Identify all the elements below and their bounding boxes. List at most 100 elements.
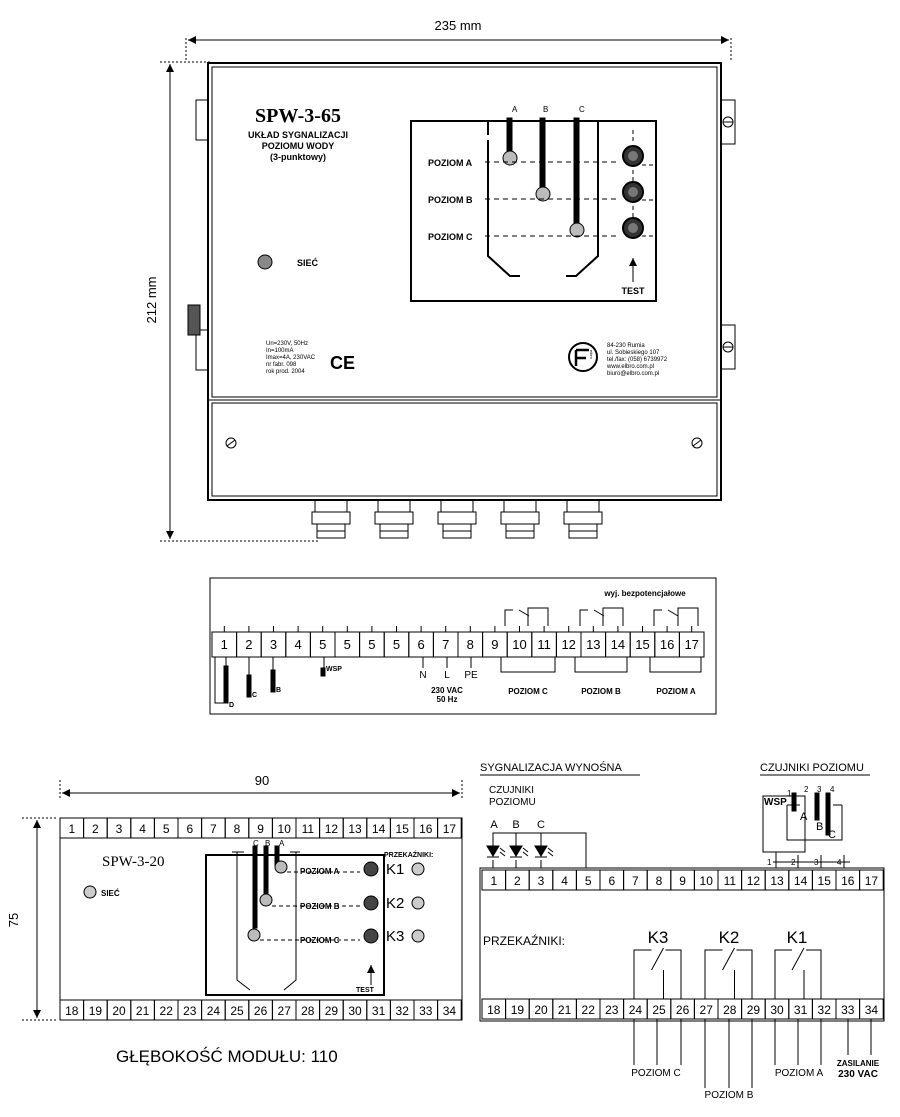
terminal-number: 33 [419, 1004, 433, 1018]
terminal-34 [437, 999, 462, 1021]
terminal-number: 18 [65, 1004, 79, 1018]
cable-gland [314, 499, 348, 513]
terminal-number: 24 [207, 1004, 221, 1018]
terminal-number: 9 [257, 822, 264, 836]
led-letter: C [537, 819, 545, 831]
front-view-text: 235 mm 212 mm SPW-3-65 UKŁAD SYGNALIZACJ… [144, 18, 668, 377]
terminal-number: 30 [348, 1004, 362, 1018]
module-siec-label: SIEĆ [101, 889, 120, 898]
screw-icon [225, 437, 237, 449]
terminal-number: 19 [511, 1003, 525, 1017]
rating-line: In=100mA [266, 348, 294, 354]
terminal-number: 23 [605, 1003, 619, 1017]
gland-side [187, 304, 201, 336]
terminal-number: 34 [443, 1004, 457, 1018]
terminal-number: 5 [393, 637, 400, 652]
terminal-number: 3 [270, 637, 277, 652]
terminal-number: 3 [116, 822, 123, 836]
terminal-number: 27 [278, 1004, 292, 1018]
terminal-number: 14 [794, 874, 808, 888]
terminal-number: 11 [537, 637, 551, 652]
address-line: 84-230 Rumia [607, 343, 645, 349]
terminal-number: 4 [561, 874, 568, 888]
module-power-led [83, 885, 97, 899]
module-model: SPW-3-20 [102, 854, 165, 870]
cable-gland [566, 499, 600, 513]
relay-k1: K1 [386, 861, 404, 878]
terminal-number: 25 [652, 1003, 666, 1017]
terminal-number: 33 [841, 1003, 855, 1017]
wiring-wsp-label: WSP [764, 797, 787, 808]
module-body [59, 817, 463, 1021]
wiring-output-a: POZIOM A [775, 1068, 824, 1079]
level-a-label: POZIOM A [428, 158, 473, 168]
pe-label: PE [464, 670, 478, 681]
terminal-number: 31 [794, 1003, 808, 1017]
terminal-number: 24 [629, 1003, 643, 1017]
wiring-output-c: POZIOM C [631, 1068, 680, 1079]
rating-line: nr fabr. 098 [266, 362, 297, 368]
led-icon [509, 845, 523, 857]
test-label: TEST [621, 286, 645, 296]
relay-led-k3 [411, 929, 425, 943]
terminal-number: 6 [608, 874, 615, 888]
terminal-number: 10 [278, 822, 292, 836]
relay-led-k1 [411, 862, 425, 876]
probe-b [539, 117, 546, 193]
power-led [257, 254, 273, 270]
rating-line: rok prod. 2004 [266, 369, 305, 375]
terminal-number: 5 [585, 874, 592, 888]
probe-letter-b: B [543, 105, 548, 114]
supply-frequency: 50 Hz [437, 695, 458, 704]
terminal-number: 14 [372, 822, 386, 836]
probe-terminal-number: 1 [767, 858, 772, 867]
terminal-strip [209, 577, 717, 715]
terminal-number: 13 [770, 874, 784, 888]
wiring-relays-label: PRZEKAŹNIKI: [483, 933, 565, 948]
subtitle-line-2: POZIOMU WODY [262, 141, 335, 151]
module-probe-letter-c: C [253, 839, 259, 848]
terminal-number: 13 [348, 822, 362, 836]
output-poziom-c: POZIOM C [508, 687, 548, 696]
potential-free-header: wyj. bezpotencjałowe [603, 589, 686, 598]
relay-contact [633, 947, 682, 999]
terminal-number: 12 [561, 637, 575, 652]
module-test-label: TEST [356, 987, 375, 994]
relay-contact [504, 607, 549, 626]
relay-contact [579, 607, 624, 626]
module-level-a: POZIOM A [300, 867, 339, 876]
probe-number: 1 [787, 789, 792, 798]
module-probe-letter-b: B [265, 839, 270, 848]
logo-text: elbro [589, 350, 594, 360]
rating-line: Un=230V, 50Hz [266, 341, 308, 347]
probe-a [506, 117, 513, 157]
terminal-number: 29 [747, 1003, 761, 1017]
terminal-number: 15 [635, 637, 649, 652]
terminal-number: 9 [679, 874, 686, 888]
led-icon [534, 845, 548, 857]
module-level-c: POZIOM C [300, 936, 340, 945]
relay-contact [774, 947, 822, 999]
module-level-b: POZIOM B [300, 902, 340, 911]
terminal-number: 25 [230, 1004, 244, 1018]
probe-letter-a: A [512, 105, 518, 114]
cable-gland [440, 499, 474, 513]
terminal-number: 20 [534, 1003, 548, 1017]
probe-c [573, 117, 580, 229]
probe-letter: C [828, 829, 836, 841]
level-display-window [410, 120, 657, 302]
subtitle-line-3: (3-punktowy) [270, 152, 326, 162]
terminal-number: 6 [186, 822, 193, 836]
terminal-number: 13 [586, 637, 600, 652]
wiring-text: SYGNALIZACJA WYNOŚNA CZUJNIKI POZIOMU A … [480, 761, 880, 1101]
terminal-number: 1 [490, 874, 497, 888]
module-probe-c [252, 845, 258, 929]
module-height-label: 75 [6, 913, 21, 927]
probe-c-tip [569, 222, 585, 238]
terminal-number: 15 [818, 874, 832, 888]
wiring-relay-k1: K1 [787, 928, 808, 947]
led-letter: B [512, 819, 519, 831]
probe-terminal-number: 4 [837, 858, 842, 867]
sensors-label-1: CZUJNIKI [489, 785, 534, 796]
